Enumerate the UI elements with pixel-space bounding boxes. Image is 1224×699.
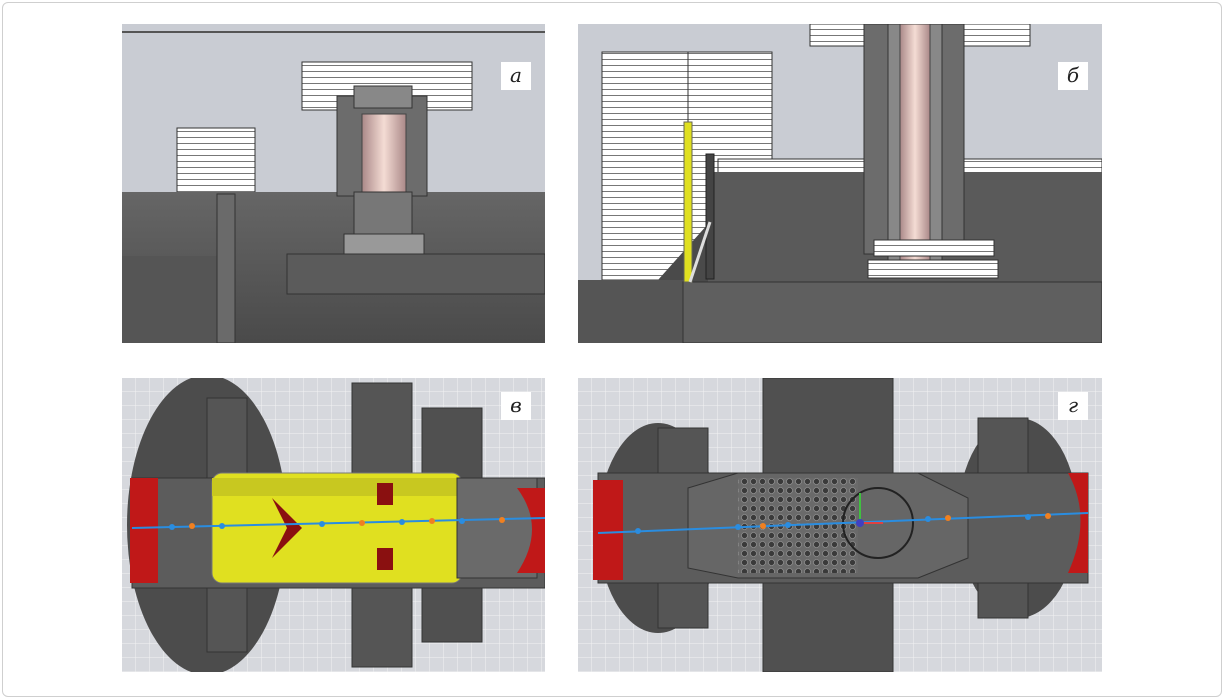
- panel-g: г: [578, 378, 1102, 672]
- panel-a: а: [122, 24, 545, 343]
- panel-label: б: [1058, 62, 1088, 90]
- panel-v: в: [122, 378, 545, 672]
- panel-label: г: [1058, 392, 1088, 420]
- panel-label: а: [501, 62, 531, 90]
- panel-b: б: [578, 24, 1102, 343]
- panel-label: в: [501, 392, 531, 420]
